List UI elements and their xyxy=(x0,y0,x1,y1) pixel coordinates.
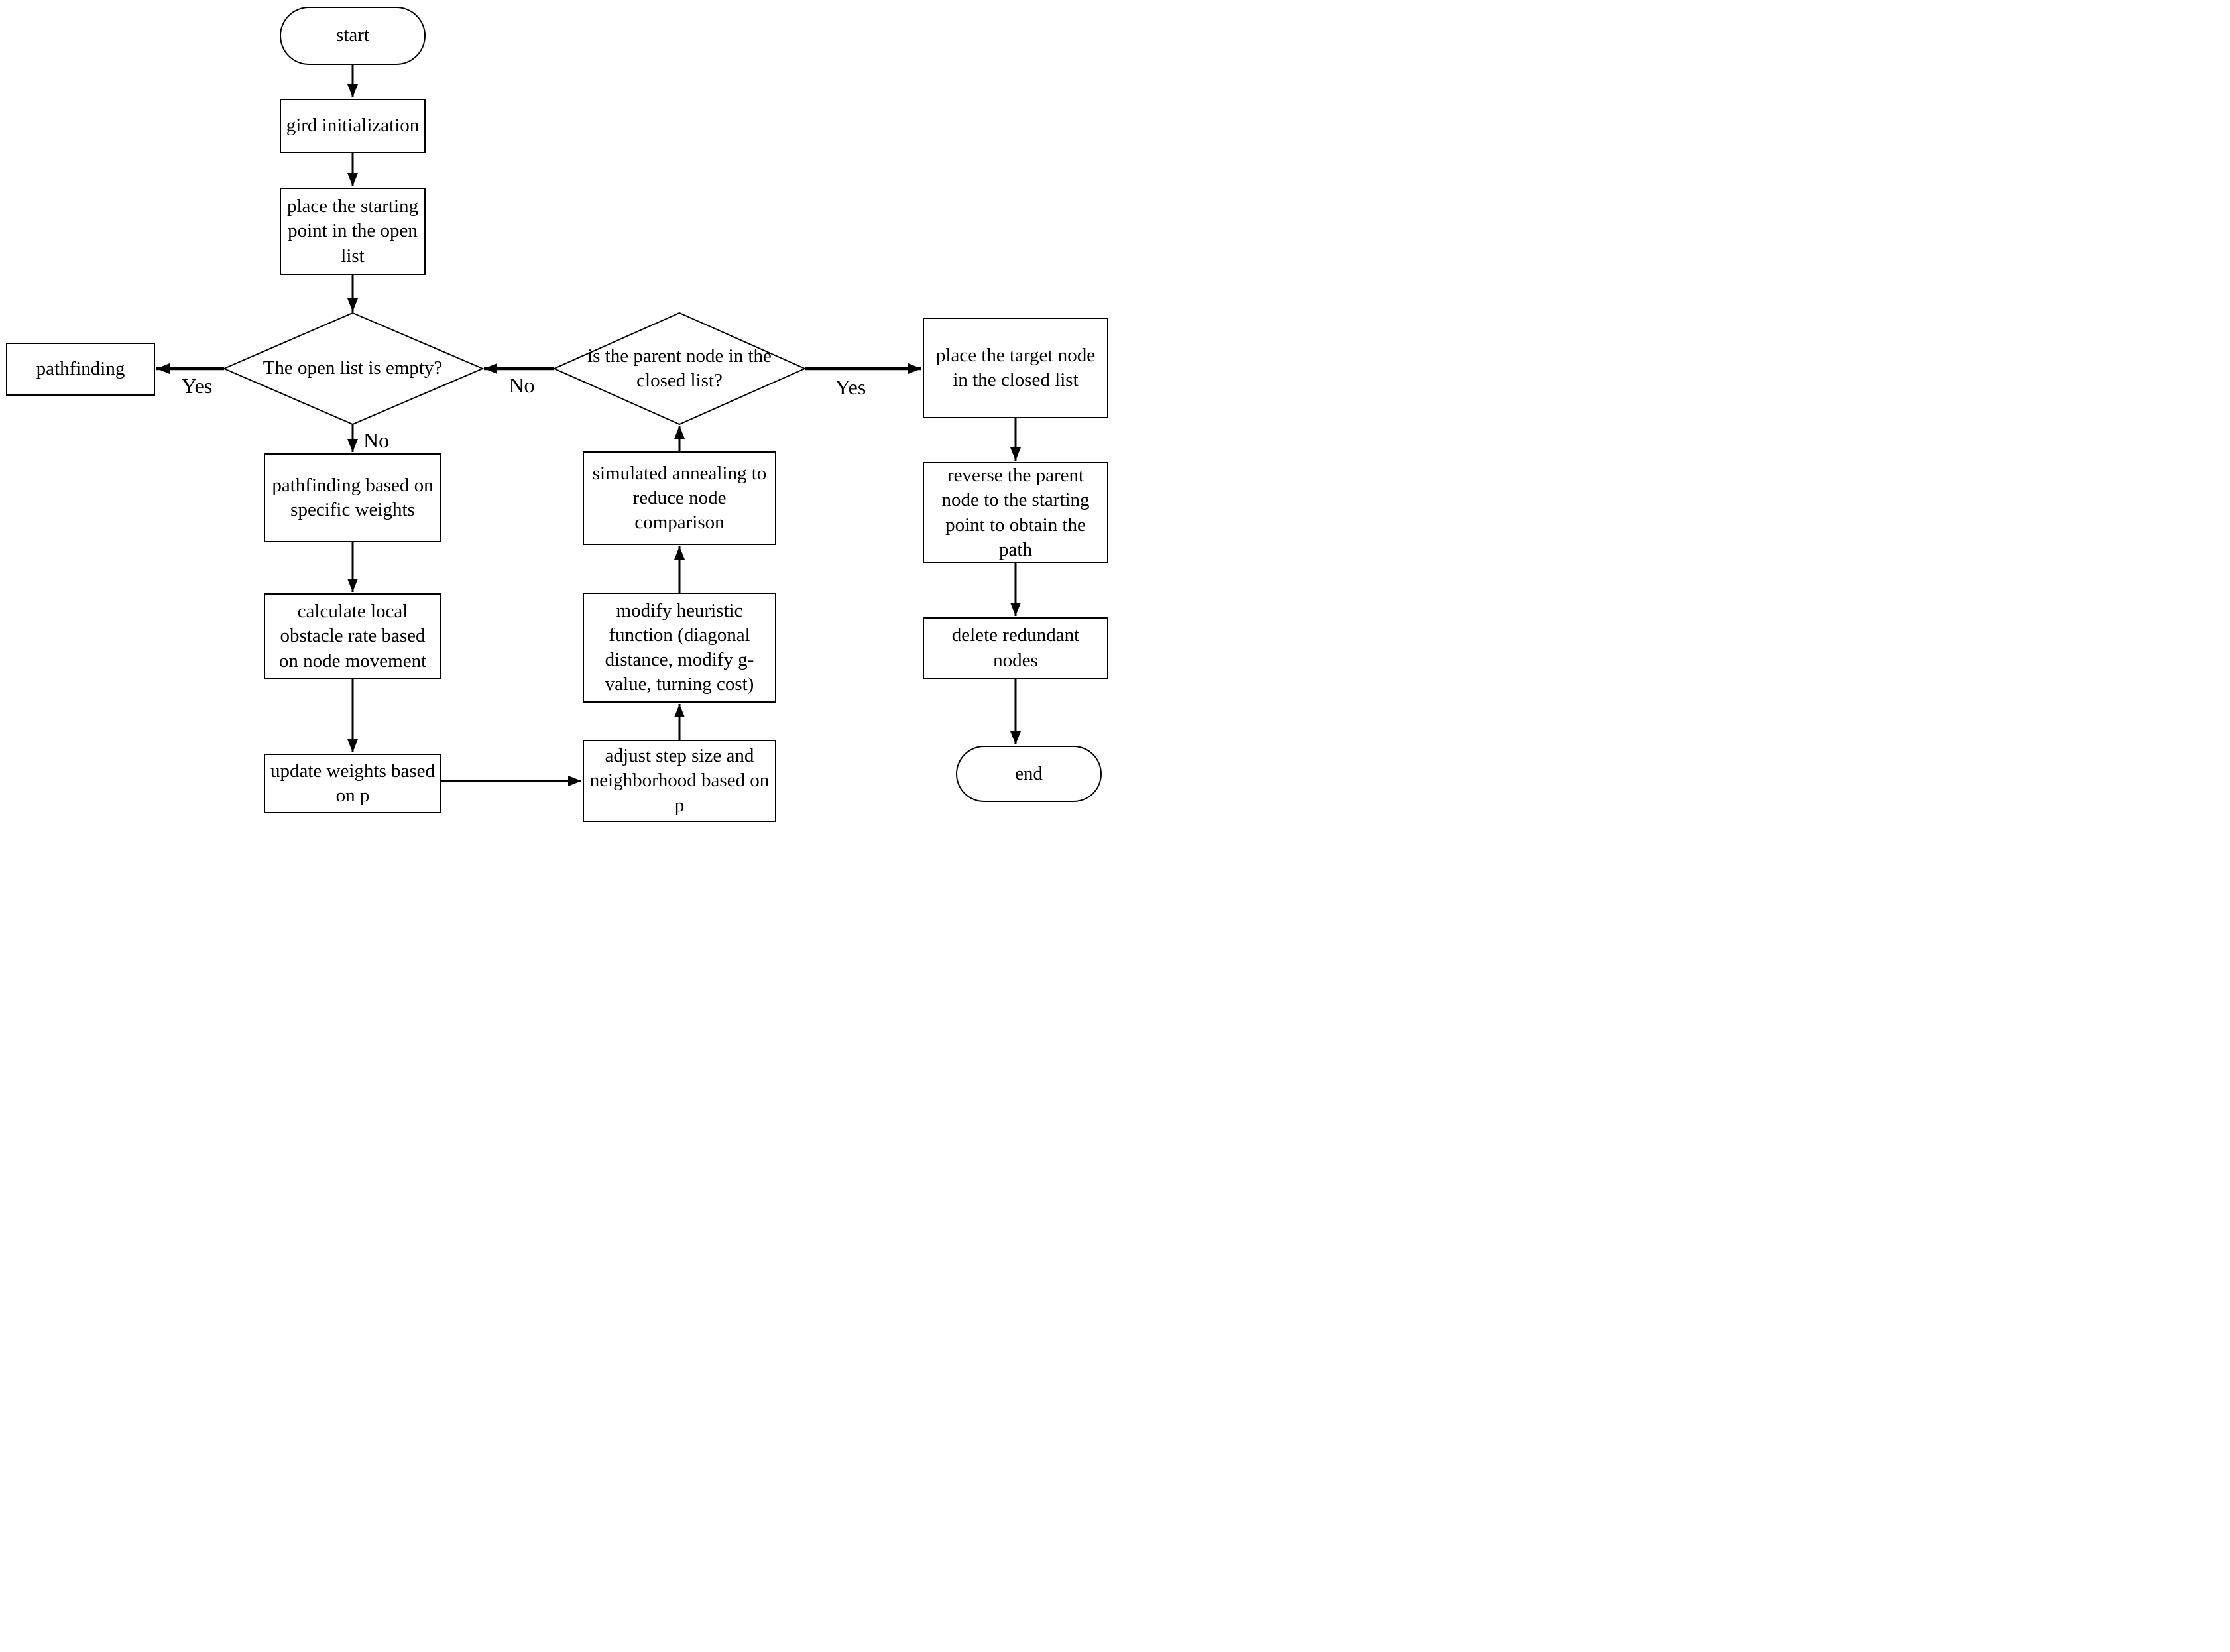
end-node-label: end xyxy=(1015,762,1043,784)
flowchart-canvas: start gird initialization place the star… xyxy=(0,0,1115,826)
open-list-empty-label: The open list is empty? xyxy=(263,357,443,379)
reverse-parent-node-label: reverse the parent node to the starting … xyxy=(941,465,1090,560)
edge-label-no-open-empty: No xyxy=(363,428,390,452)
delete-redundant-node-label: delete redundant nodes xyxy=(951,624,1080,671)
edge-label-yes-parent-closed: Yes xyxy=(835,375,866,399)
sim-annealing-node: simulated annealing to reduce node compa… xyxy=(583,451,776,545)
adjust-step-node-label: adjust step size and neighborhood based … xyxy=(589,745,770,816)
edge-label-yes-open-empty: Yes xyxy=(181,374,213,398)
pathfinding-node: pathfinding xyxy=(6,343,155,396)
place-start-node-label: place the starting point in the open lis… xyxy=(286,196,419,266)
parent-in-closed-label: is the parent node in the closed list? xyxy=(587,345,772,391)
place-target-node: place the target node in the closed list xyxy=(923,318,1108,418)
adjust-step-node: adjust step size and neighborhood based … xyxy=(583,740,776,822)
sim-annealing-node-label: simulated annealing to reduce node compa… xyxy=(592,462,767,534)
parent-in-closed-diamond xyxy=(552,312,807,426)
start-node: start xyxy=(280,7,426,65)
update-weights-node: update weights based on p xyxy=(264,754,441,813)
calc-obstacle-node: calculate local obstacle rate based on n… xyxy=(264,593,441,679)
grid-init-node: gird initialization xyxy=(280,99,426,153)
end-node: end xyxy=(956,746,1102,802)
grid-init-node-label: gird initialization xyxy=(286,115,420,137)
flowchart-wires xyxy=(156,65,1021,786)
modify-heuristic-node: modify heuristic function (diagonal dist… xyxy=(583,593,776,703)
update-weights-node-label: update weights based on p xyxy=(270,760,436,806)
delete-redundant-node: delete redundant nodes xyxy=(923,617,1108,679)
calc-obstacle-node-label: calculate local obstacle rate based on n… xyxy=(278,601,427,672)
edge-label-no-parent-closed: No xyxy=(508,373,535,397)
reverse-parent-node: reverse the parent node to the starting … xyxy=(923,462,1108,563)
modify-heuristic-node-label: modify heuristic function (diagonal dist… xyxy=(605,599,754,695)
place-target-node-label: place the target node in the closed list xyxy=(935,344,1096,390)
pathfind-weights-node: pathfinding based on specific weights xyxy=(264,453,441,542)
pathfinding-node-label: pathfinding xyxy=(36,358,125,380)
start-node-label: start xyxy=(336,25,369,46)
place-start-node: place the starting point in the open lis… xyxy=(280,188,426,275)
pathfind-weights-node-label: pathfinding based on specific weights xyxy=(272,474,434,520)
